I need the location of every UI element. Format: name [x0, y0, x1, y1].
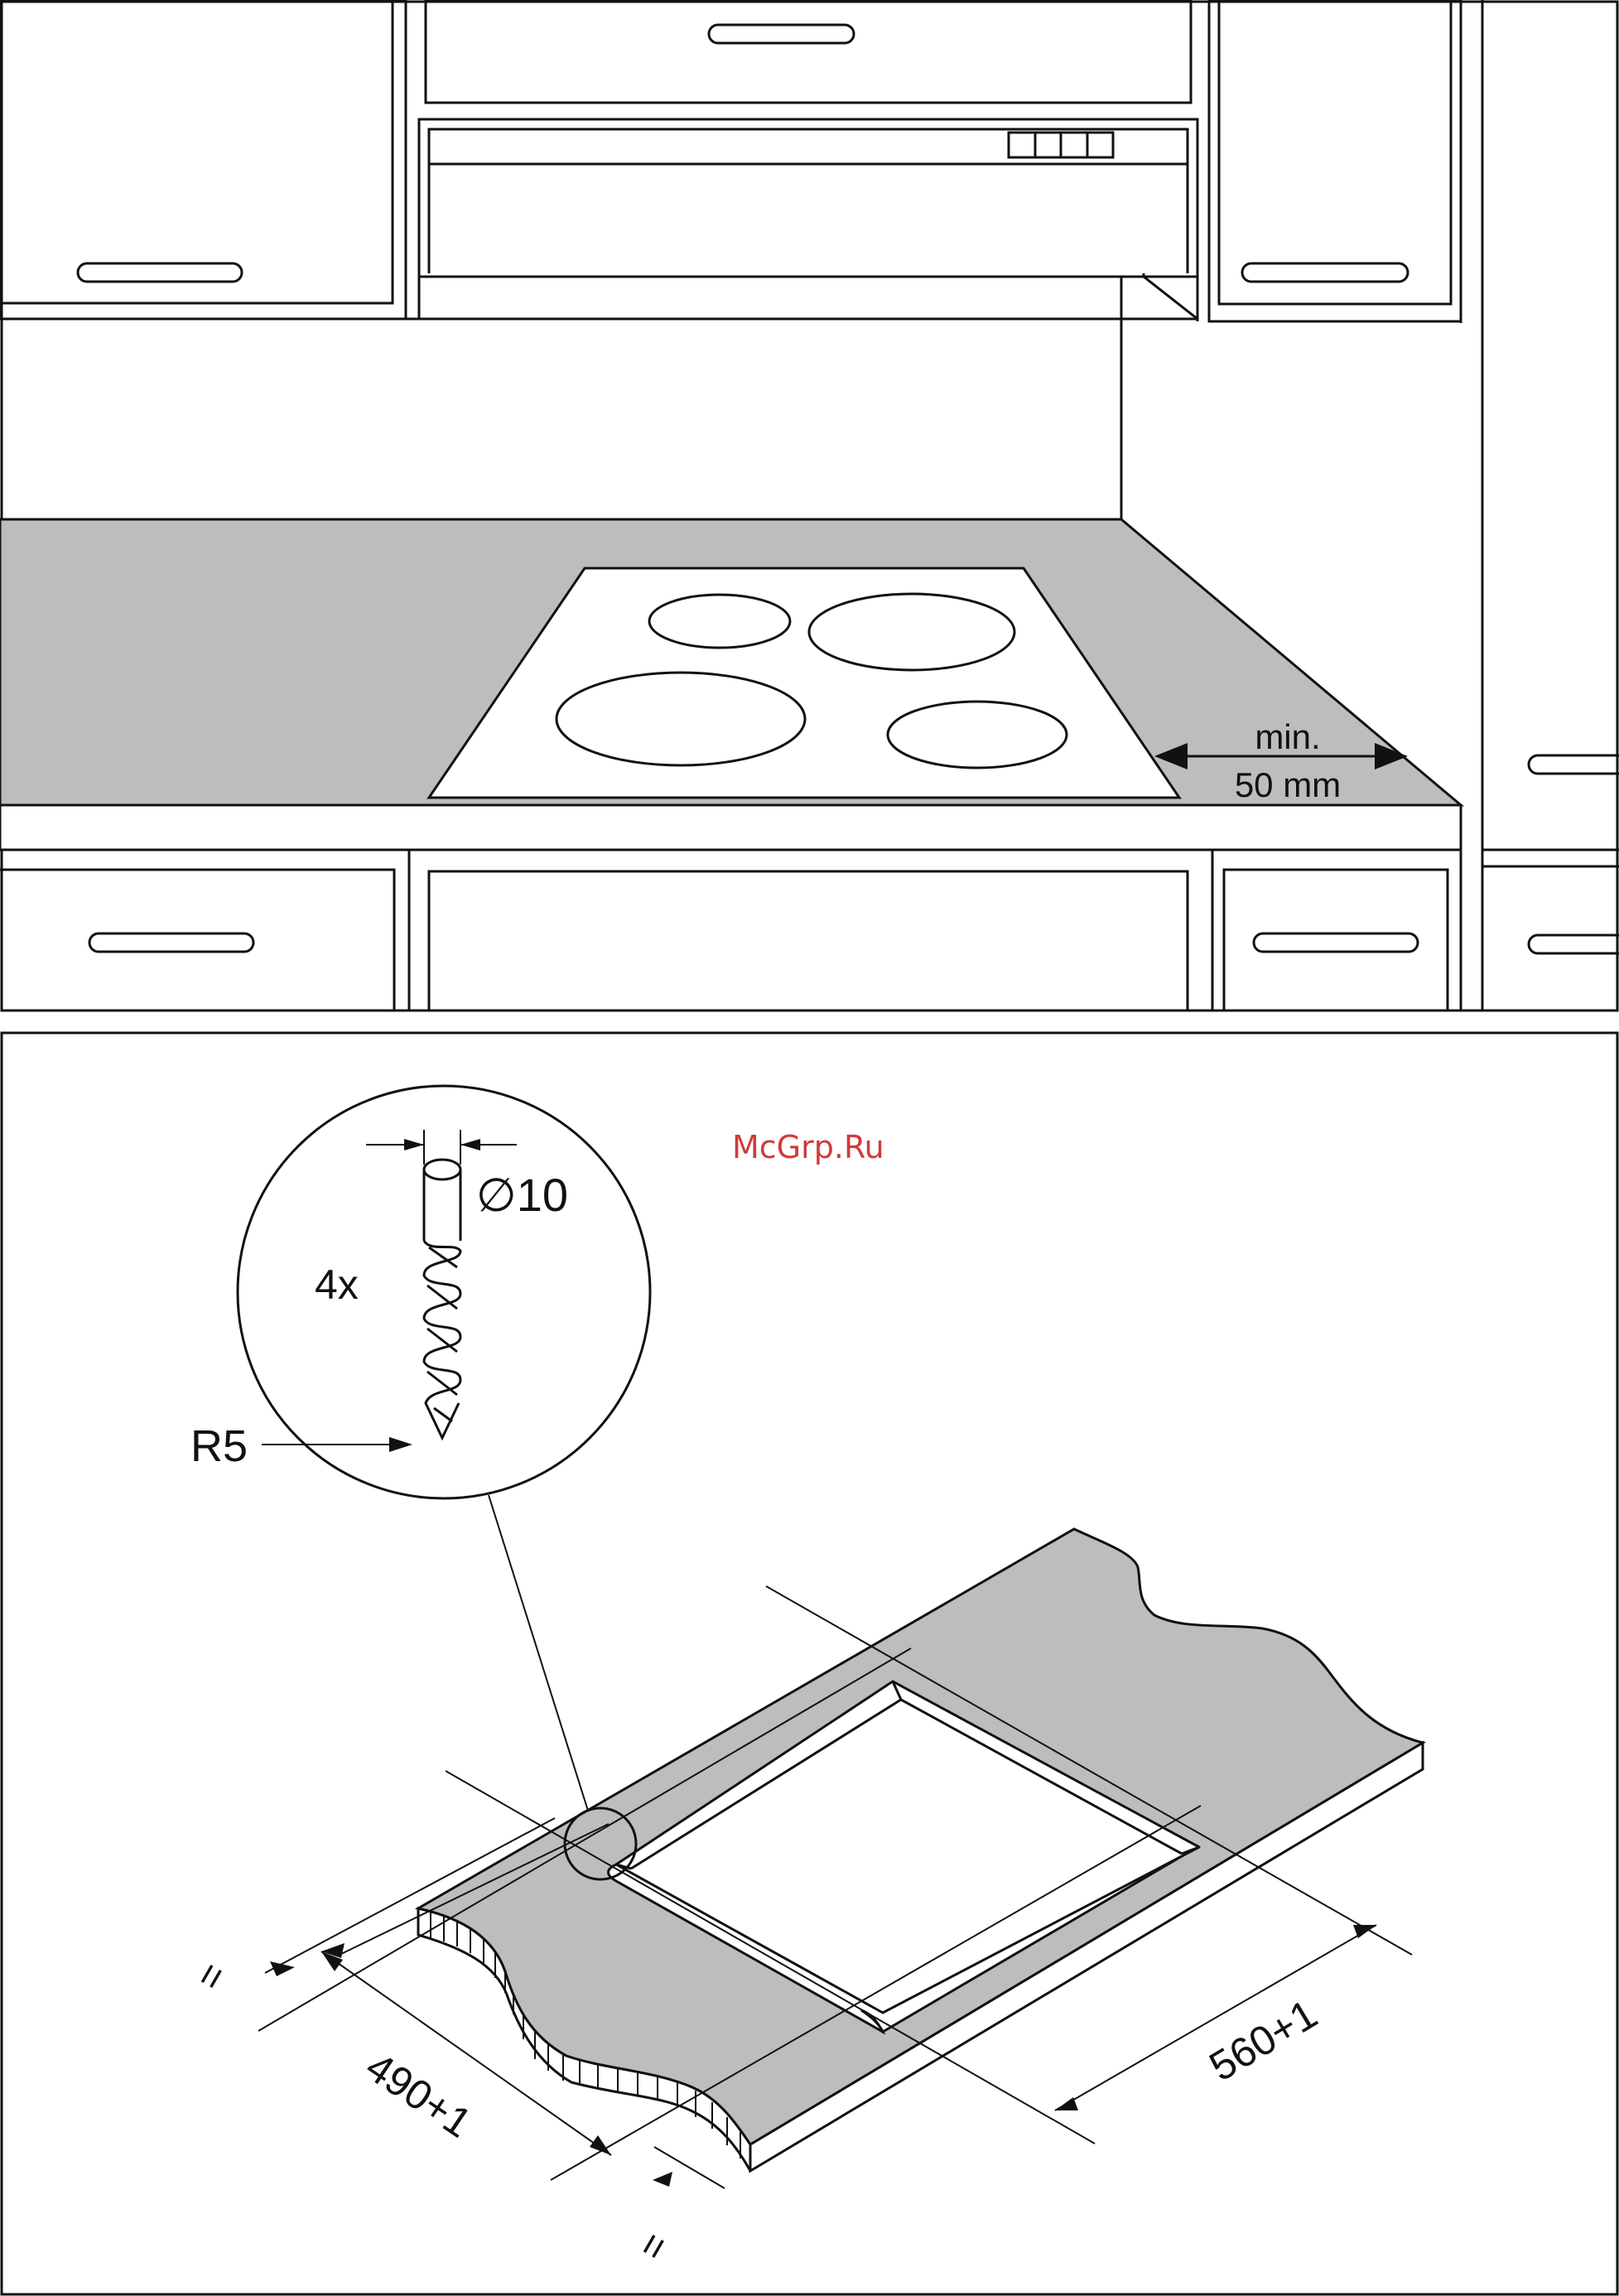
clearance-label-line2: 50 mm — [1235, 765, 1341, 804]
countertop-front-edge — [0, 805, 1461, 850]
kitchen-panel — [0, 0, 1619, 1011]
kitchen-panel-frame — [2, 2, 1617, 1011]
cutout-panel — [2, 1033, 1617, 2294]
clearance-label-line1: min. — [1255, 717, 1320, 756]
drill-count-label: 4x — [315, 1261, 359, 1308]
drill-diameter-label: ∅10 — [476, 1169, 568, 1221]
corner-radius-label: R5 — [190, 1421, 248, 1471]
watermark: McGrp.Ru — [732, 1129, 884, 1165]
